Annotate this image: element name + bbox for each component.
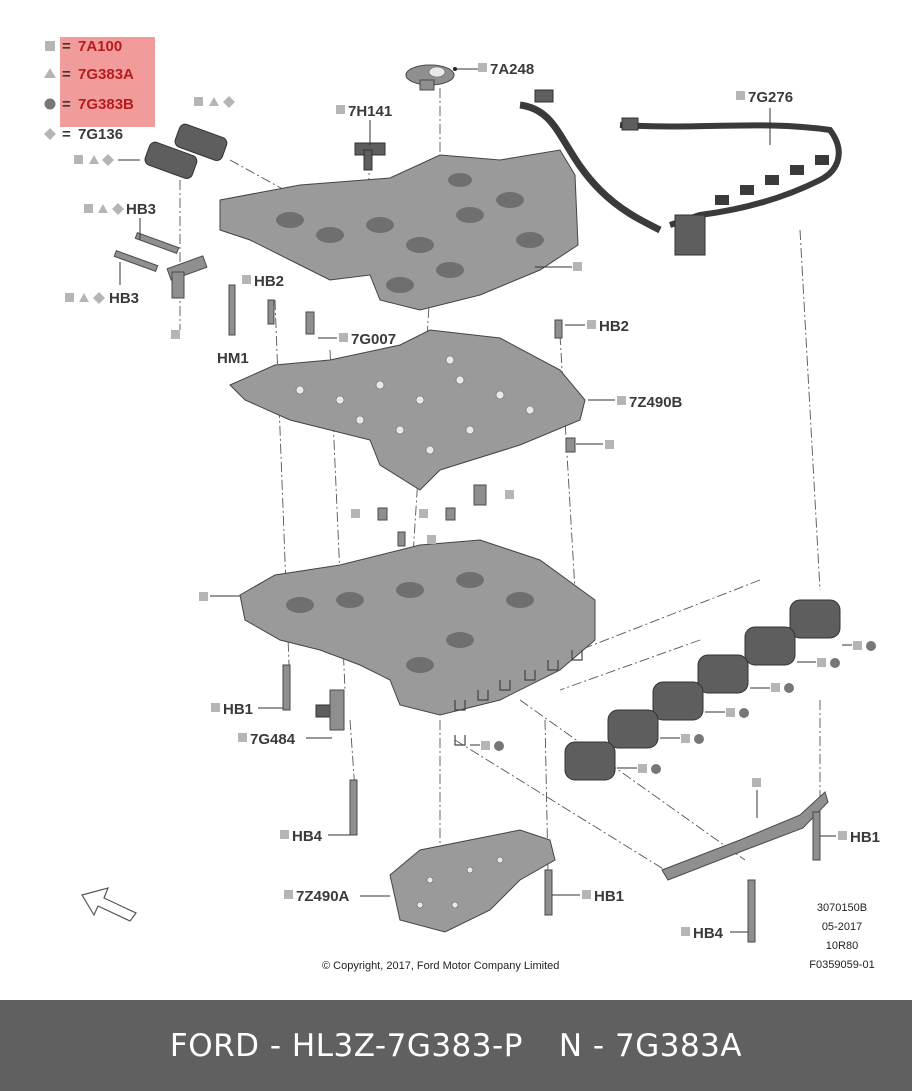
- solenoid-4: [652, 681, 704, 721]
- label-hb2-right: HB2: [599, 318, 629, 335]
- part-hb1-bolt-lower: [544, 869, 553, 916]
- part-small-plug-3: [397, 531, 406, 547]
- label-hb1-lower: HB1: [594, 888, 624, 905]
- part-7G276-wiring-harness: [519, 89, 842, 256]
- label-hm1: HM1: [217, 350, 249, 367]
- part-bracket-hb3: [113, 232, 208, 299]
- legend-circle-icon: [44, 98, 56, 110]
- label-7Z490B: 7Z490B: [629, 394, 683, 411]
- info-line-1: 3070150B: [817, 902, 867, 914]
- legend-eq-4: =: [62, 126, 71, 143]
- solenoid-2: [744, 626, 796, 666]
- part-upper-valve-body: [219, 149, 579, 311]
- label-7H141: 7H141: [348, 103, 392, 120]
- drawing-info: 3070150B 05-2017 10R80 F0359059-01: [809, 902, 874, 971]
- part-hb1-bolt-right: [812, 811, 821, 861]
- legend-eq-1: =: [62, 38, 71, 55]
- part-check-ball-right: [565, 437, 576, 453]
- solenoid-1: [789, 599, 841, 639]
- legend-triangle-icon: [44, 68, 56, 78]
- part-hb2-bolt-right: [554, 319, 563, 339]
- solenoid-6: [564, 741, 616, 781]
- part-lower-valve-body: [239, 539, 596, 746]
- direction-arrow-icon: [81, 887, 137, 922]
- footer-part-code: N - 7G383A: [558, 1027, 743, 1064]
- part-small-plug-2: [445, 507, 456, 521]
- solenoid-symbols: [470, 641, 876, 774]
- legend-label-3: 7G383B: [78, 96, 134, 113]
- label-7G007: 7G007: [351, 331, 396, 348]
- part-shift-solenoids: [564, 599, 841, 781]
- solenoid-3: [697, 654, 749, 694]
- label-7G484: 7G484: [250, 731, 296, 748]
- legend: = 7A100 = 7G383A = 7G383B = 7G136: [44, 38, 134, 143]
- part-hb1-bolt-left: [282, 664, 291, 711]
- legend-label-1: 7A100: [78, 38, 122, 55]
- label-hb4-right: HB4: [693, 925, 724, 942]
- legend-highlight: [60, 37, 155, 127]
- part-valve-plug: [473, 484, 487, 506]
- legend-diamond-icon: [44, 128, 56, 140]
- callouts: 7A248 7H141 7G276 HB3 HB3 HB2: [65, 61, 880, 942]
- part-7A248-seal: [405, 64, 455, 91]
- info-line-2: 05-2017: [822, 921, 862, 933]
- part-hb4-bolt-right: [747, 879, 756, 943]
- legend-label-2: 7G383A: [78, 66, 134, 83]
- label-hb3-bottom: HB3: [109, 290, 139, 307]
- part-7H141-sensor: [354, 142, 386, 171]
- label-7A248: 7A248: [490, 61, 534, 78]
- label-7G276: 7G276: [748, 89, 793, 106]
- part-7Z490B-separator-plate: [229, 329, 586, 491]
- legend-square-icon: [45, 41, 55, 51]
- info-line-4: F0359059-01: [809, 959, 874, 971]
- label-hb2-left: HB2: [254, 273, 284, 290]
- valve-body-exploded-diagram: = 7A100 = 7G383A = 7G383B = 7G136: [44, 38, 880, 972]
- legend-label-4: 7G136: [78, 126, 123, 143]
- copyright-text: © Copyright, 2017, Ford Motor Company Li…: [322, 960, 559, 972]
- label-7Z490A: 7Z490A: [296, 888, 350, 905]
- label-hb1-right: HB1: [850, 829, 880, 846]
- part-solenoid-upper: [144, 123, 228, 179]
- info-line-3: 10R80: [826, 940, 858, 952]
- part-7G484: [315, 689, 345, 731]
- legend-eq-3: =: [62, 96, 71, 113]
- part-small-plug-1: [377, 507, 388, 521]
- solenoid-5: [607, 709, 659, 749]
- part-hb2-bolt-left: [267, 299, 275, 325]
- part-right-bracket: [661, 791, 829, 881]
- legend-eq-2: =: [62, 66, 71, 83]
- label-hb3-top: HB3: [126, 201, 156, 218]
- label-hb4-left: HB4: [292, 828, 323, 845]
- footer-part-number: FORD - HL3Z-7G383-P: [169, 1027, 523, 1064]
- part-7Z490A-plate: [389, 829, 556, 933]
- part-number-footer: FORD - HL3Z-7G383-P N - 7G383A: [0, 1000, 912, 1091]
- part-7G007: [305, 311, 315, 335]
- label-hb1-left: HB1: [223, 701, 253, 718]
- part-hm1-pin: [228, 284, 236, 336]
- part-hb4-bolt-left: [349, 779, 358, 836]
